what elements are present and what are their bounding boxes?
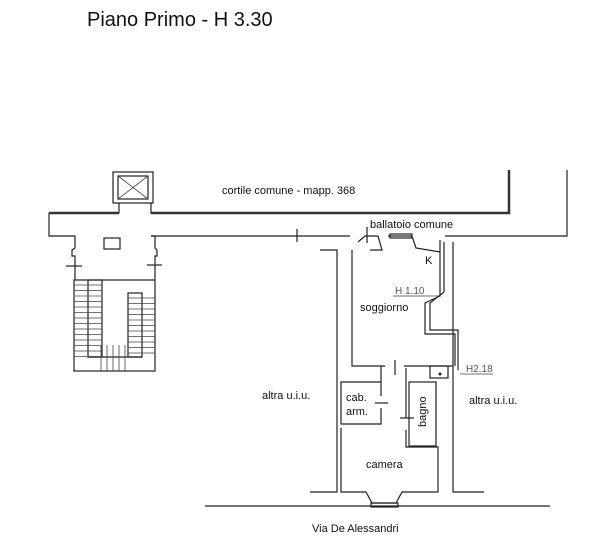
corridor-walls xyxy=(48,170,568,493)
other-unit-right-label: altra u.i.u. xyxy=(469,395,517,407)
street-line xyxy=(205,502,550,508)
plan-title: Piano Primo - H 3.30 xyxy=(87,9,273,31)
closet-label-2: arm. xyxy=(346,406,368,418)
elevator-icon xyxy=(112,171,154,213)
balcony-label: ballatoio comune xyxy=(370,219,453,231)
staircase xyxy=(73,279,156,372)
bedroom-label: camera xyxy=(366,459,404,471)
height-label-2: H2.18 xyxy=(466,364,493,375)
living-room-label: soggiorno xyxy=(360,302,408,314)
other-unit-left-label: altra u.i.u. xyxy=(262,390,310,402)
courtyard-label: cortile comune - mapp. 368 xyxy=(222,185,355,197)
apartment-walls xyxy=(340,227,493,504)
bathroom-label: bagno xyxy=(417,396,429,427)
height-label-1: H 1.10 xyxy=(395,286,425,297)
closet-label-1: cab. xyxy=(346,392,367,404)
kitchen-label: K xyxy=(425,255,433,267)
street-label: Via De Alessandri xyxy=(312,523,399,535)
